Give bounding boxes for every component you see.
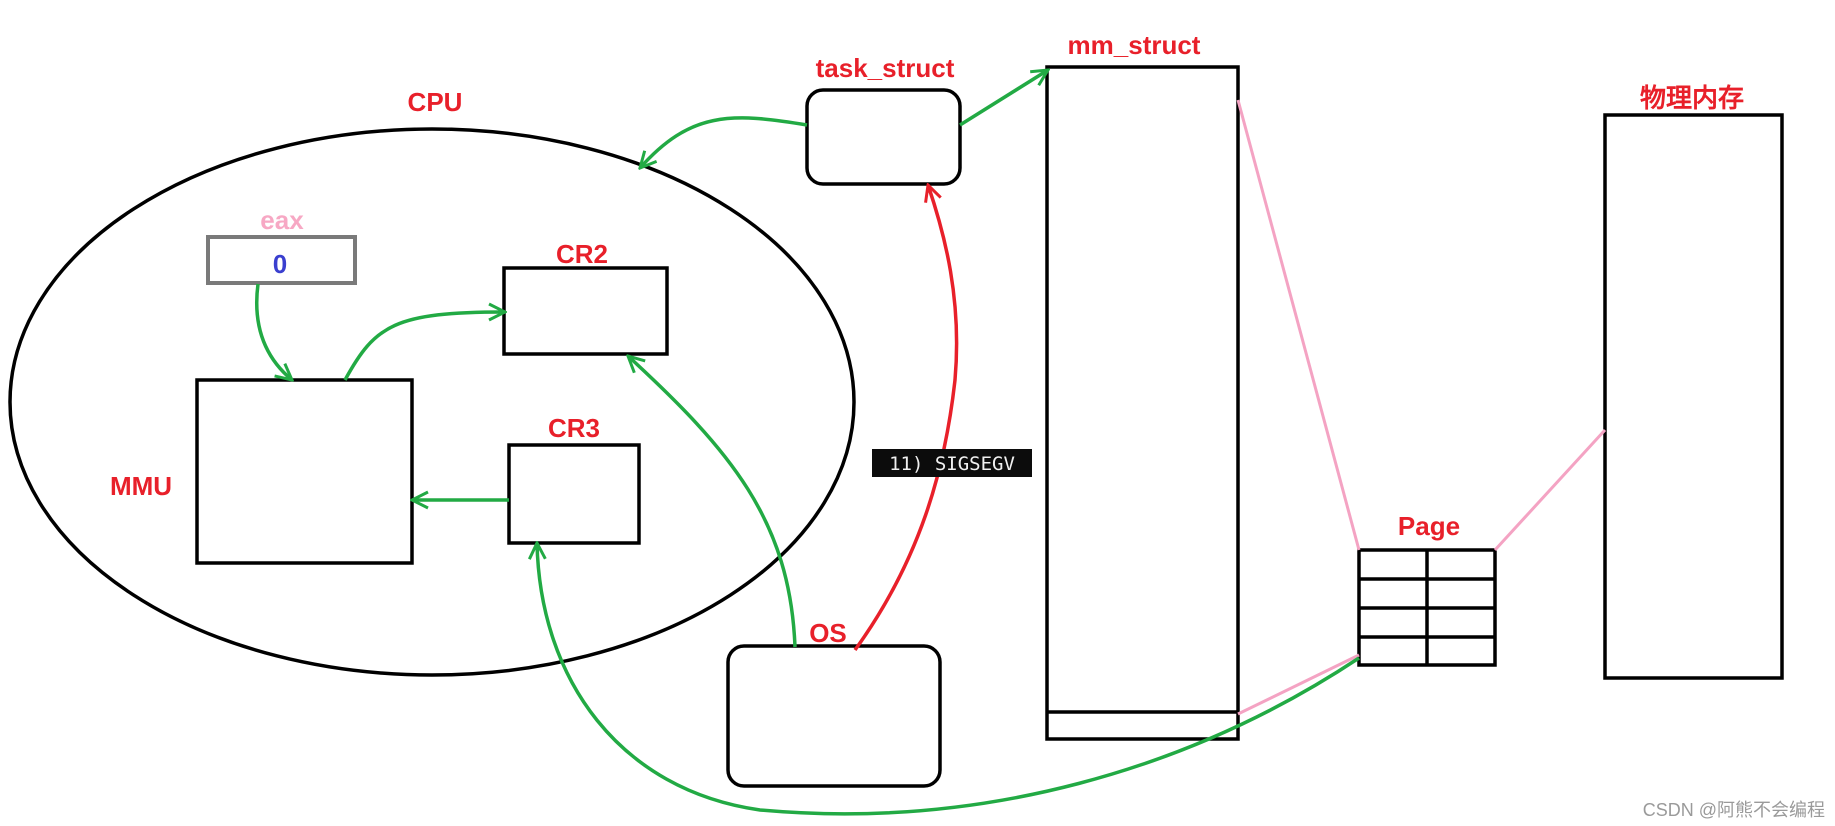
cr3-register bbox=[507, 443, 641, 545]
os-label: OS bbox=[809, 618, 847, 648]
arrow-page-to-cr3 bbox=[537, 543, 1360, 816]
mmu-box bbox=[195, 378, 414, 565]
physical-memory-label: 物理内存 bbox=[1640, 83, 1744, 113]
signal-badge bbox=[872, 449, 1032, 477]
link-page-to-physical bbox=[1493, 428, 1607, 552]
cpu-label: CPU bbox=[408, 87, 463, 117]
eax-label: eax bbox=[260, 205, 304, 235]
cr3-label: CR3 bbox=[548, 413, 600, 443]
physical-memory-box bbox=[1603, 113, 1784, 680]
mmu-label: MMU bbox=[110, 471, 172, 501]
signal-label: 11) SIGSEGV bbox=[889, 453, 1015, 475]
arrow-mmu-to-cr2 bbox=[343, 312, 505, 381]
page-label: Page bbox=[1398, 511, 1460, 541]
arrow-eax-to-mmu bbox=[255, 283, 292, 380]
mm-struct-label: mm_struct bbox=[1068, 30, 1201, 60]
cr2-register bbox=[502, 266, 669, 356]
eax-value: 0 bbox=[273, 249, 287, 279]
arrow-task-to-mm bbox=[959, 70, 1048, 127]
os-box bbox=[726, 644, 942, 788]
page-table bbox=[1357, 548, 1497, 667]
task-struct-label: task_struct bbox=[816, 53, 955, 83]
link-mm-top-to-page bbox=[1236, 99, 1361, 551]
eax-register bbox=[206, 235, 357, 285]
cr2-label: CR2 bbox=[556, 239, 608, 269]
watermark: CSDN @阿熊不会编程 bbox=[1643, 800, 1825, 820]
arrow-os-to-cr2 bbox=[628, 356, 797, 648]
arrow-os-to-task bbox=[853, 185, 959, 652]
cpu-ellipse bbox=[8, 127, 856, 677]
mm-struct-box bbox=[1045, 65, 1240, 741]
arrow-task-to-cpu bbox=[640, 116, 808, 168]
link-mm-bottom-to-page bbox=[1237, 653, 1360, 716]
task-struct-box bbox=[805, 88, 962, 186]
